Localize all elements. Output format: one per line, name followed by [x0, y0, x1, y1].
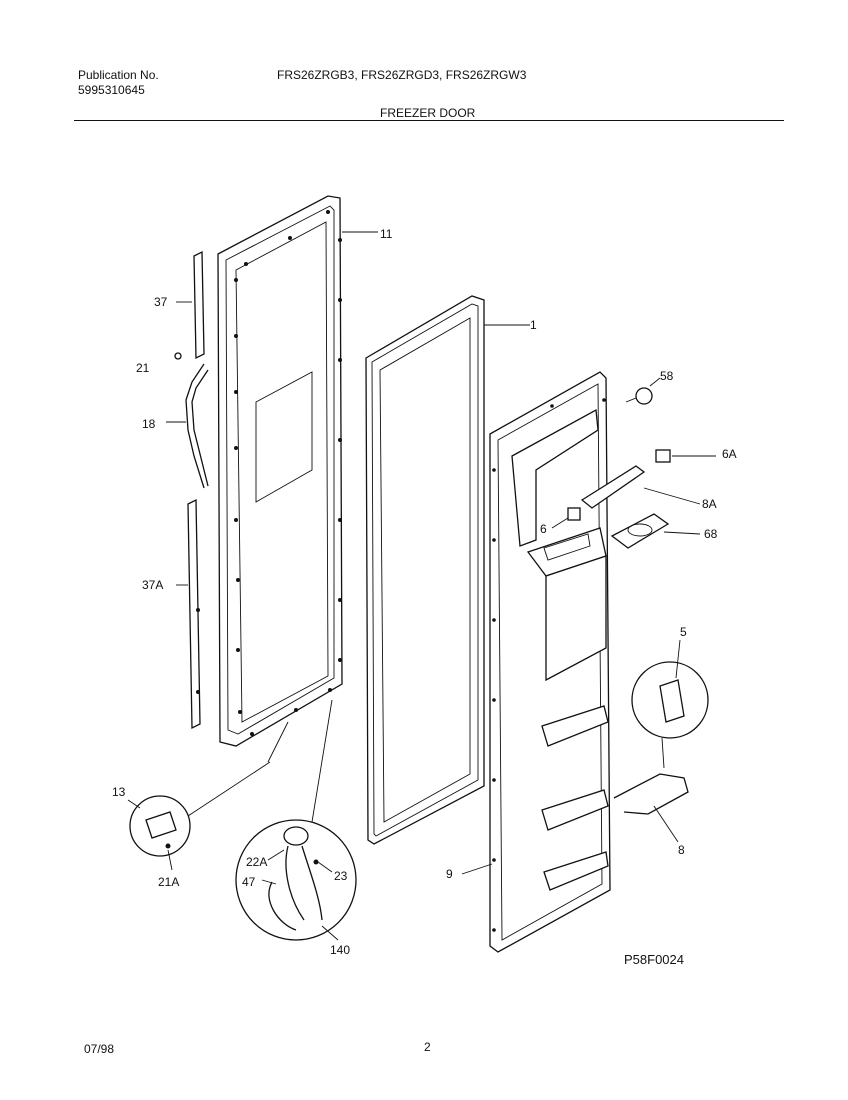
callout-8: 8: [678, 843, 685, 857]
publication-label: Publication No.: [78, 68, 159, 82]
callout-140: 140: [330, 943, 350, 957]
callout-1: 1: [530, 318, 537, 332]
callout-37a: 37A: [142, 578, 163, 592]
page-number: 2: [424, 1040, 431, 1054]
callout-23: 23: [334, 869, 348, 883]
callout-68: 68: [704, 527, 718, 541]
door-panel-part-11: [217, 195, 378, 763]
callout-37: 37: [154, 295, 168, 309]
door-gasket-part-1: [365, 295, 530, 845]
inner-door-part-9: [461, 371, 611, 953]
publication-number: 5995310645: [78, 83, 145, 97]
model-numbers: FRS26ZRGB3, FRS26ZRGD3, FRS26ZRGW3: [277, 68, 527, 82]
callout-21: 21: [136, 361, 150, 375]
callout-22a: 22A: [246, 855, 267, 869]
footer-date: 07/98: [84, 1042, 115, 1056]
hinge-detail-13-21a: [127, 761, 271, 871]
header-rule: [74, 120, 784, 121]
callout-9: 9: [446, 867, 453, 881]
callout-47: 47: [242, 875, 256, 889]
light-wiring-detail: [235, 699, 357, 941]
callout-6: 6: [540, 522, 547, 536]
callout-18: 18: [142, 417, 156, 431]
section-title: FREEZER DOOR: [380, 106, 476, 120]
callout-58: 58: [660, 369, 674, 383]
side-trim-parts: [166, 250, 209, 730]
callout-8a: 8A: [702, 497, 717, 511]
callout-21a: 21A: [158, 875, 179, 889]
callout-6a: 6A: [722, 447, 737, 461]
callout-5: 5: [680, 625, 687, 639]
callout-13: 13: [112, 785, 126, 799]
dispenser-small-parts: [551, 377, 716, 549]
callout-11: 11: [380, 227, 393, 241]
bracket-parts-5-8: [613, 639, 709, 843]
figure-id: P58F0024: [624, 952, 684, 967]
